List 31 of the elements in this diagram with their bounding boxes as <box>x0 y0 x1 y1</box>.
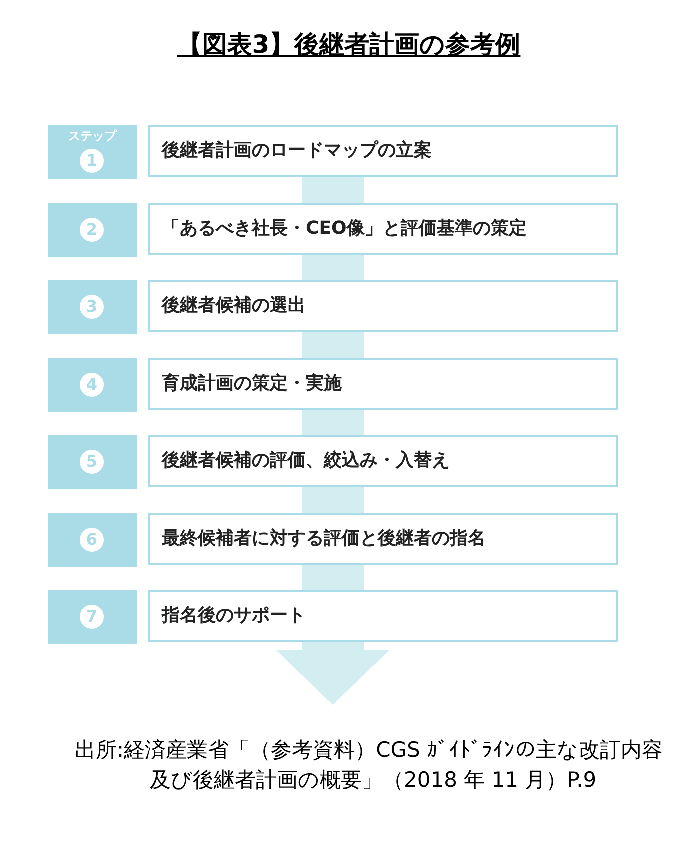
step-badge <box>48 202 137 256</box>
step-box <box>148 202 618 254</box>
step-badge <box>48 358 137 412</box>
step-box <box>148 358 618 410</box>
step-number: 1 <box>80 149 104 173</box>
step-badge <box>48 590 137 644</box>
step-text: 指名後のサポート <box>162 604 306 628</box>
step-box <box>148 280 618 332</box>
step-number: 6 <box>80 528 104 552</box>
step-text: 育成計画の策定・実施 <box>162 372 342 396</box>
source-caption: 出所:経済産業省「（参考資料）CGS ｶﾞｲﾄﾞﾗｲﾝの主な改訂内容及び後継者計画の概要」（2018 年 11 月）P.9 <box>75 737 664 794</box>
step-text: 後継者計画のロードマップの立案 <box>162 139 432 163</box>
step-number: 5 <box>80 450 104 474</box>
step-badge <box>48 280 137 334</box>
step-box <box>148 435 618 487</box>
step-text: 最終候補者に対する評価と後継者の指名 <box>162 526 486 550</box>
step-badge <box>48 435 137 489</box>
step-label: ステップ <box>68 128 118 145</box>
title: 【図表3】後継者計画の参考例 <box>177 30 521 59</box>
step-box <box>148 512 618 564</box>
step-number: 2 <box>80 218 104 242</box>
step-number: 4 <box>80 372 104 396</box>
step-badge <box>48 125 137 179</box>
step-number: 7 <box>80 605 104 629</box>
step-text: 後継者候補の評価、絞込み・入替え <box>162 449 450 473</box>
step-box <box>148 125 618 177</box>
step-box <box>148 590 618 642</box>
step-badge <box>48 512 137 566</box>
step-text: 「あるべき社長・CEO像」と評価基準の策定 <box>162 216 527 240</box>
step-number: 3 <box>80 295 104 319</box>
step-text: 後継者候補の選出 <box>162 294 306 318</box>
